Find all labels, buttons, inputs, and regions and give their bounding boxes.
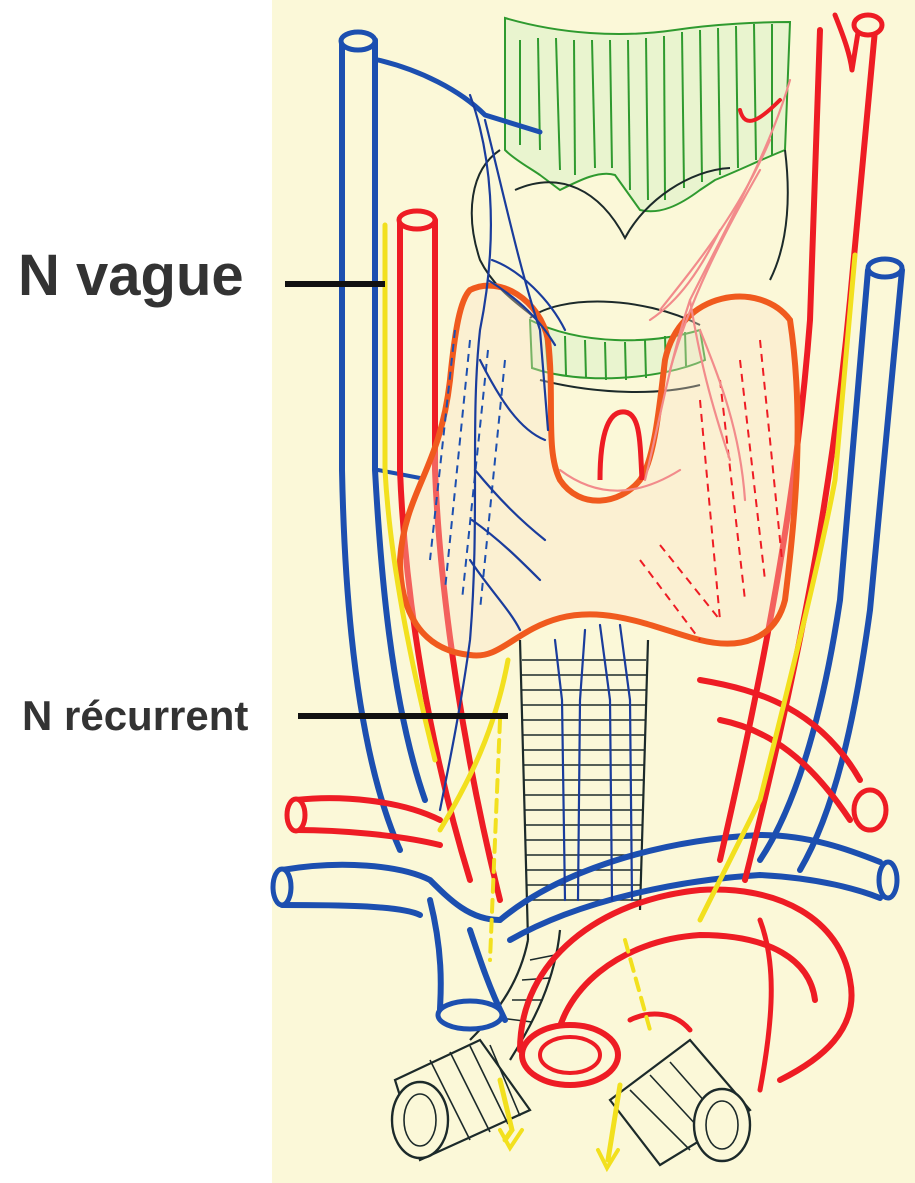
label-vagus-nerve: N vague (18, 243, 244, 308)
label-recurrent-nerve: N récurrent (22, 692, 248, 739)
